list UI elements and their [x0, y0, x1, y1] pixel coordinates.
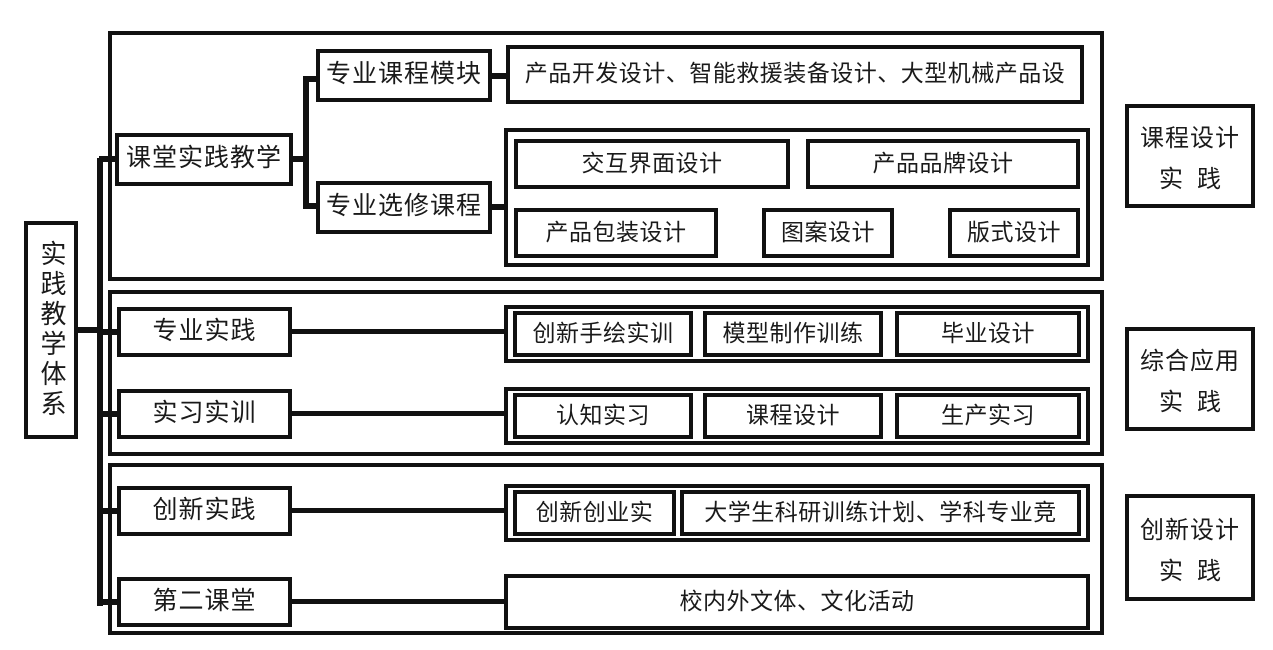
leaf-model-making-training[interactable]: 模型制作训练	[703, 311, 883, 357]
leaf-pattern-design-label: 图案设计	[781, 219, 875, 245]
leaf-innovation-entrepreneurship-label: 创新创业实	[535, 499, 654, 525]
leaf-product-brand-design[interactable]: 产品品牌设计	[806, 139, 1080, 189]
leaf-production-internship-label: 生产实习	[941, 402, 1035, 428]
leaf-product-brand-design-label: 产品品牌设计	[872, 150, 1014, 176]
node-major-elective-course[interactable]: 专业选修课程	[316, 181, 492, 234]
leaf-cognitive-internship-label: 认知实习	[556, 402, 650, 428]
link-second-classroom-to-content	[290, 599, 508, 604]
link-major-practice-to-content	[290, 329, 508, 334]
category-comprehensive-application-practice-line1: 综合应用	[1140, 349, 1240, 375]
leaf-campus-activities[interactable]: 校内外文体、文化活动	[504, 574, 1090, 630]
node-classroom-label: 课堂实践教学	[125, 145, 282, 173]
node-major-course-module-label: 专业课程模块	[325, 61, 482, 89]
leaf-graduation-design[interactable]: 毕业设计	[895, 311, 1081, 357]
leaf-model-making-training-label: 模型制作训练	[722, 320, 864, 346]
stub-innovation	[99, 508, 121, 514]
link-elective-to-content	[490, 204, 510, 210]
leaf-product-packaging-design-label: 产品包装设计	[545, 219, 687, 245]
node-major-course-module[interactable]: 专业课程模块	[316, 49, 492, 102]
leaf-creative-sketch-training[interactable]: 创新手绘实训	[513, 311, 693, 357]
leaf-course-design-label: 课程设计	[746, 402, 840, 428]
category-innovative-design-practice[interactable]: 创新设计 实践	[1125, 494, 1255, 601]
category-comprehensive-application-practice-line2: 实践	[1159, 390, 1235, 416]
stub-internship	[99, 411, 121, 417]
leaf-major-course-content-label: 产品开发设计、智能救援装备设计、大型机械产品设	[524, 61, 1066, 87]
leaf-interactive-ui-design[interactable]: 交互界面设计	[514, 139, 790, 189]
node-internship-training[interactable]: 实习实训	[117, 389, 292, 439]
root-connector	[78, 327, 102, 333]
leaf-product-packaging-design[interactable]: 产品包装设计	[514, 208, 718, 258]
category-innovative-design-practice-line2: 实践	[1159, 558, 1235, 585]
leaf-major-course-content[interactable]: 产品开发设计、智能救援装备设计、大型机械产品设	[506, 45, 1084, 104]
leaf-course-design[interactable]: 课程设计	[703, 393, 883, 439]
leaf-pattern-design[interactable]: 图案设计	[762, 208, 894, 258]
node-internship-training-label: 实习实训	[152, 399, 257, 427]
leaf-layout-design-label: 版式设计	[967, 219, 1061, 245]
category-comprehensive-application-practice[interactable]: 综合应用 实践	[1125, 327, 1255, 431]
leaf-graduation-design-label: 毕业设计	[941, 320, 1035, 346]
leaf-interactive-ui-design-label: 交互界面设计	[581, 150, 723, 176]
node-major-practice-label: 专业实践	[152, 317, 257, 345]
classroom-bracket-top	[303, 76, 321, 82]
trunk-line-vertical	[97, 158, 103, 606]
classroom-bracket-bottom	[303, 203, 321, 209]
leaf-student-research-training-label: 大学生科研训练计划、学科专业竞	[704, 499, 1057, 525]
category-course-design-practice-line2: 实践	[1159, 167, 1235, 193]
stub-major-practice	[99, 329, 121, 335]
leaf-layout-design[interactable]: 版式设计	[948, 208, 1080, 258]
node-major-practice[interactable]: 专业实践	[117, 307, 292, 357]
node-classroom[interactable]: 课堂实践教学	[115, 133, 293, 186]
link-innovation-to-content	[290, 508, 508, 513]
stub-classroom	[99, 156, 119, 162]
leaf-innovation-entrepreneurship[interactable]: 创新创业实	[513, 490, 676, 536]
leaf-production-internship[interactable]: 生产实习	[895, 393, 1081, 439]
node-second-classroom-label: 第二课堂	[152, 587, 257, 615]
classroom-out-stub	[291, 156, 309, 162]
node-second-classroom[interactable]: 第二课堂	[117, 577, 292, 627]
link-internship-to-content	[290, 411, 508, 416]
leaf-student-research-training[interactable]: 大学生科研训练计划、学科专业竞	[680, 490, 1081, 536]
root-node-label: 实践教学体系	[37, 240, 66, 420]
node-innovation-practice[interactable]: 创新实践	[117, 486, 292, 536]
node-major-elective-course-label: 专业选修课程	[325, 193, 482, 221]
category-course-design-practice-line1: 课程设计	[1140, 126, 1240, 152]
link-module-to-content	[490, 73, 510, 79]
leaf-cognitive-internship[interactable]: 认知实习	[513, 393, 693, 439]
classroom-bracket-vertical	[303, 76, 309, 209]
leaf-campus-activities-label: 校内外文体、文化活动	[679, 588, 915, 614]
stub-second-classroom	[99, 599, 121, 605]
root-node-box[interactable]: 实践教学体系	[24, 221, 78, 439]
leaf-creative-sketch-training-label: 创新手绘实训	[532, 320, 674, 346]
category-course-design-practice[interactable]: 课程设计 实践	[1125, 104, 1255, 208]
node-innovation-practice-label: 创新实践	[152, 496, 257, 524]
category-innovative-design-practice-line1: 创新设计	[1140, 517, 1240, 544]
